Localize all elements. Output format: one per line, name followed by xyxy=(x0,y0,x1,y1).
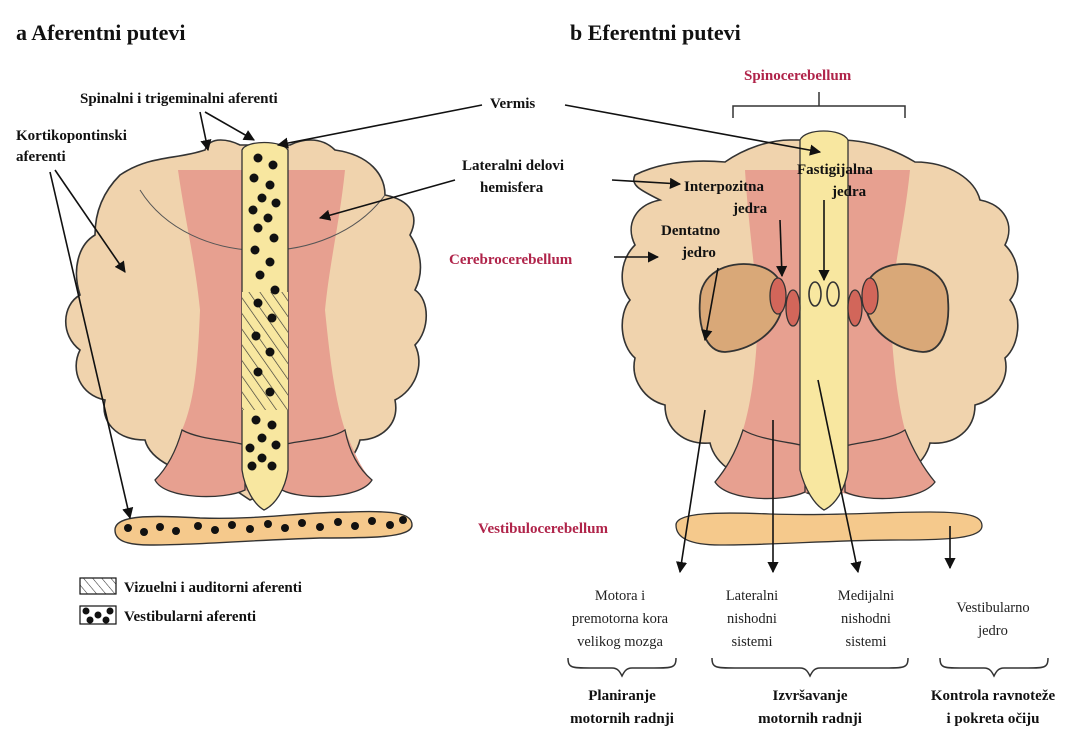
legend-dots-swatch xyxy=(80,606,116,624)
svg-text:Medijalni: Medijalni xyxy=(838,588,894,604)
group-execution: Izvršavanje motornih radnji xyxy=(758,688,862,727)
label-lateral-1: Lateralni delovi xyxy=(462,158,564,174)
svg-text:Lateralni: Lateralni xyxy=(726,588,778,604)
legend-visual-auditory: Vizuelni i auditorni aferenti xyxy=(124,580,302,596)
svg-text:sistemi: sistemi xyxy=(845,634,886,650)
svg-text:jedro: jedro xyxy=(977,623,1008,639)
output-motor-cortex: Motora i premotorna kora velikog mozga xyxy=(572,588,669,650)
svg-text:Izvršavanje: Izvršavanje xyxy=(773,688,848,704)
label-interpoz-1: Interpozitna xyxy=(684,179,764,195)
svg-text:motornih radnji: motornih radnji xyxy=(570,711,674,727)
svg-text:nishodni: nishodni xyxy=(727,611,777,627)
label-dentat-1: Dentatno xyxy=(661,223,720,239)
legend-hatch-swatch xyxy=(80,578,116,594)
label-kortikopontinski-1: Kortikopontinski xyxy=(16,128,127,144)
label-interpoz-2: jedra xyxy=(732,201,768,217)
interposed-nucleus-r2 xyxy=(848,290,862,326)
label-cerebrocerebellum: Cerebrocerebellum xyxy=(449,252,573,268)
label-lateral-2: hemisfera xyxy=(480,180,544,196)
label-vermis: Vermis xyxy=(490,96,535,112)
svg-text:Planiranje: Planiranje xyxy=(588,688,656,704)
group-planning: Planiranje motornih radnji xyxy=(570,688,674,727)
panel-b-vestibulo-band xyxy=(676,512,982,545)
interposed-nucleus-l2 xyxy=(786,290,800,326)
group-control: Kontrola ravnoteže i pokreta očiju xyxy=(931,688,1056,727)
svg-text:nishodni: nishodni xyxy=(841,611,891,627)
panel-a-hatched-region xyxy=(242,292,288,410)
interposed-nucleus-l1 xyxy=(770,278,786,314)
svg-text:Vestibularno: Vestibularno xyxy=(956,600,1029,616)
legend-vestibular: Vestibularni aferenti xyxy=(124,609,256,625)
output-medial-descending: Medijalni nishodni sistemi xyxy=(838,588,894,650)
panel-b: b Eferentni putevi Spinocerebellum Cereb… xyxy=(449,20,1055,727)
grouping-braces xyxy=(568,658,1048,676)
interposed-nucleus-r1 xyxy=(862,278,878,314)
label-vestibulocerebellum: Vestibulocerebellum xyxy=(478,521,609,537)
svg-text:Motora i: Motora i xyxy=(595,588,645,604)
svg-text:motornih radnji: motornih radnji xyxy=(758,711,862,727)
label-kortikopontinski-2: aferenti xyxy=(16,149,66,165)
label-fastig-1: Fastigijalna xyxy=(797,162,873,178)
label-dentat-2: jedro xyxy=(681,245,716,261)
label-fastig-2: jedra xyxy=(831,184,867,200)
output-lateral-descending: Lateralni nishodni sistemi xyxy=(726,588,778,650)
svg-text:sistemi: sistemi xyxy=(731,634,772,650)
svg-text:Kontrola ravnoteže: Kontrola ravnoteže xyxy=(931,688,1056,704)
label-spinal-trigeminal: Spinalni i trigeminalni aferenti xyxy=(80,91,278,107)
svg-text:i pokreta očiju: i pokreta očiju xyxy=(946,711,1039,727)
svg-text:velikog mozga: velikog mozga xyxy=(577,634,663,650)
output-vestibular-nucleus: Vestibularno jedro xyxy=(956,600,1029,639)
svg-text:premotorna kora: premotorna kora xyxy=(572,611,669,627)
label-spinocerebellum: Spinocerebellum xyxy=(744,68,852,84)
panel-a-title: a Aferentni putevi xyxy=(16,20,185,45)
panel-b-title: b Eferentni putevi xyxy=(570,20,741,45)
